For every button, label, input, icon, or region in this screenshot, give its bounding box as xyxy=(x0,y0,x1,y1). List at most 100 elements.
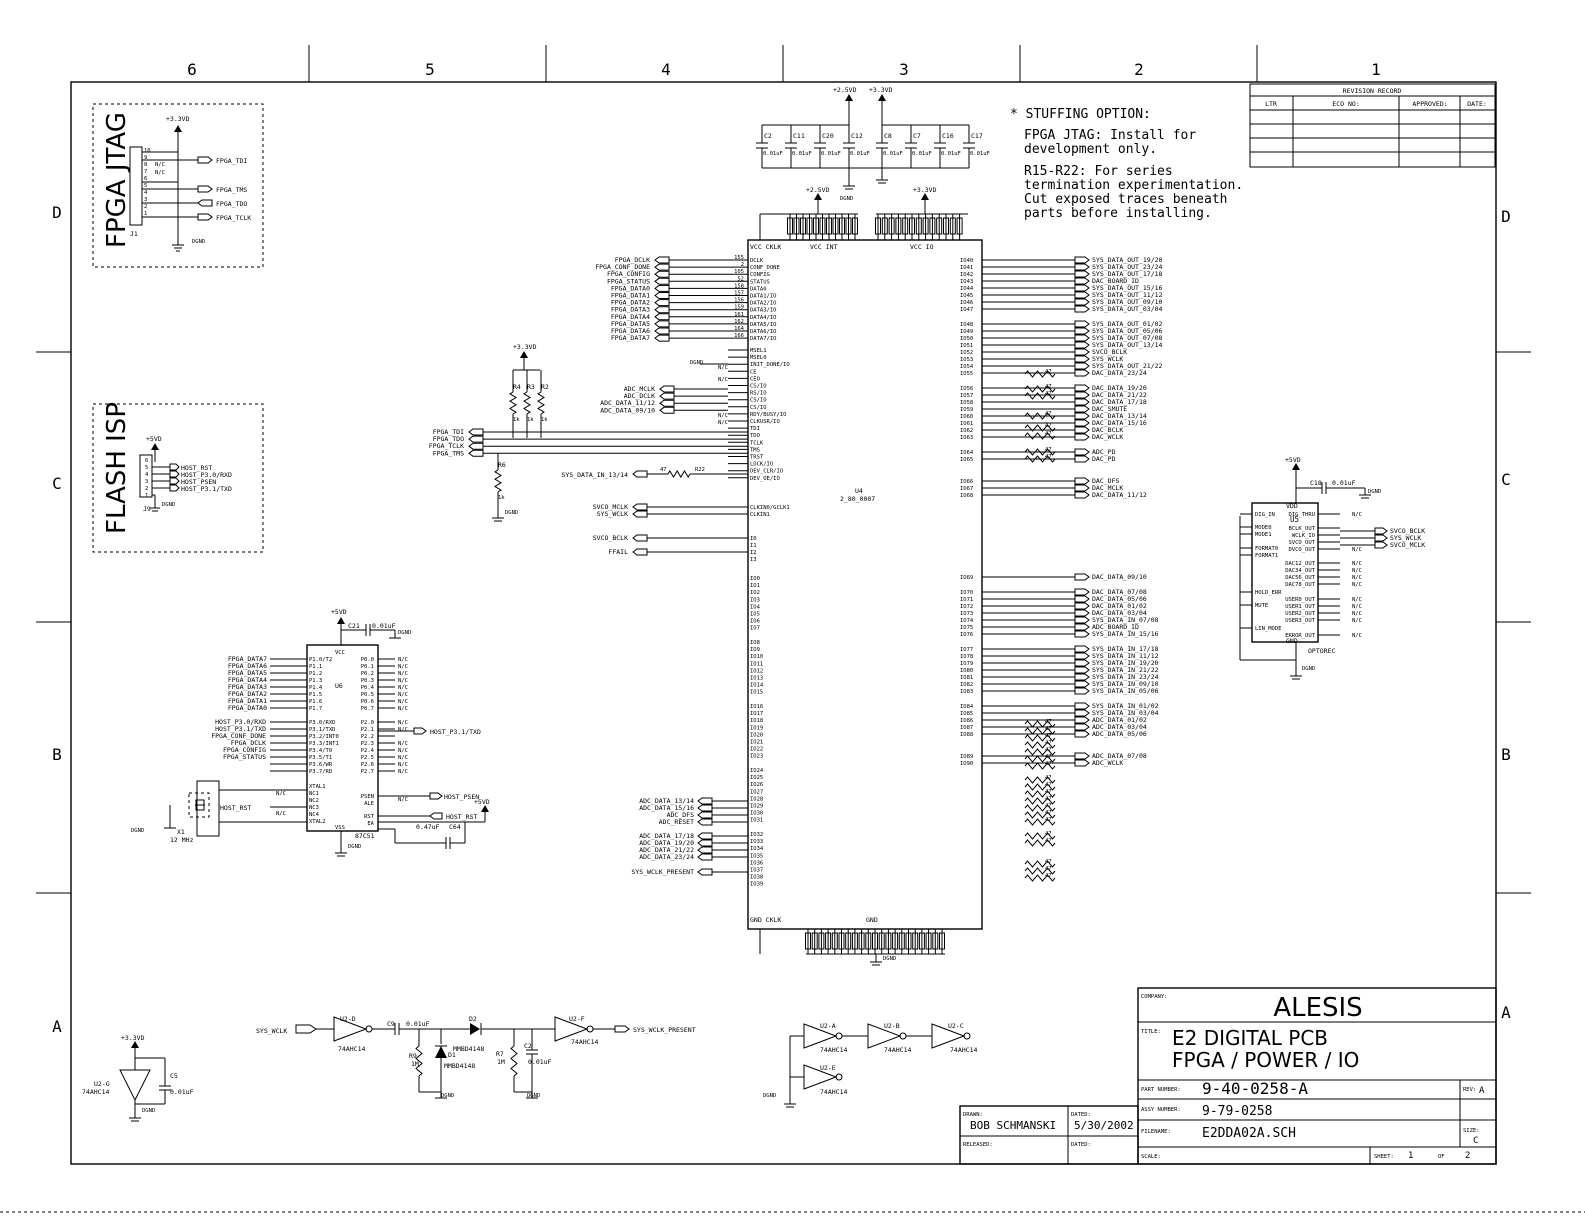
fpga-vcc-cklk: VCC CKLK xyxy=(750,243,781,251)
fpga-io-pin: IO14 xyxy=(750,683,764,689)
config-port xyxy=(654,292,670,299)
u6-p2-pin: P2.6 xyxy=(361,762,374,768)
caps-rail-25: +2.5VD xyxy=(833,86,857,94)
diode-d2-part: MMBD4148 xyxy=(453,1045,484,1053)
u5-optorec: U5 OPTOREC +5VD C18 0.01uF DGND DGND VDD… xyxy=(1239,456,1425,680)
fpga-output-signal: DAC_SMUTE xyxy=(1092,405,1127,413)
jtag-pin-number: 9 xyxy=(144,155,147,161)
fpga-mode-pin: MSEL0 xyxy=(750,355,767,361)
output-port xyxy=(1074,652,1090,660)
notes-line: FPGA JTAG: Install for xyxy=(1024,128,1196,143)
left-io-signal: ADC_RESET xyxy=(659,818,694,826)
fpga-pin-number: 156 xyxy=(734,298,744,304)
jtag-pin-number: 10 xyxy=(144,148,151,154)
u5-output: SVCO_BCLK xyxy=(1390,527,1425,535)
fpga-right-io-pin: IO58 xyxy=(960,400,973,406)
gate-part: 74AHC14 xyxy=(950,1046,977,1054)
fpga-output-signal: ADC_DATA_05/06 xyxy=(1092,730,1147,738)
output-port xyxy=(1074,609,1090,617)
fpga-config-signal: FPGA_DATA7 xyxy=(611,334,650,342)
fpga-right-io-pin: IO62 xyxy=(960,428,973,434)
u6-p1-pin: P1.6 xyxy=(309,699,322,705)
u6-p3-pin: P3.3/INT1 xyxy=(309,741,339,747)
u6-p1-signal: FPGA_DATA5 xyxy=(228,669,267,677)
output-port xyxy=(1074,355,1090,363)
jtag-power-rail: +3.3VD xyxy=(166,115,190,123)
part-number: 9-40-0258-A xyxy=(1202,1079,1308,1098)
assy-number: 9-79-0258 xyxy=(1202,1104,1272,1119)
nc-mark: N/C xyxy=(398,664,408,670)
drawing-border xyxy=(0,45,1585,1213)
fpga-mode-pin: CE xyxy=(750,369,757,375)
jtag-block-title: FPGA JTAG xyxy=(102,112,132,248)
pin-number-box xyxy=(826,217,832,235)
series-value: 47 xyxy=(1045,838,1052,844)
fpga-mode-pin: MSEL1 xyxy=(750,348,767,354)
detector-input: SYS_WCLK xyxy=(256,1027,287,1035)
fpga-right-io-pin: IO75 xyxy=(960,625,973,631)
u6-p1-signal: FPGA_DATA4 xyxy=(228,676,267,684)
gate-ref: U2-G xyxy=(94,1080,110,1088)
fpga-io-pin: IO27 xyxy=(750,789,763,795)
zone-row-a-left: A xyxy=(52,1017,62,1036)
u6-p3-pin: P3.0/RXD xyxy=(309,720,336,726)
pulldown-ref: R6 xyxy=(498,461,506,469)
series-termination-resistor xyxy=(1024,867,1056,875)
zone-col-2: 2 xyxy=(1134,60,1144,79)
series-termination-resistor xyxy=(1024,860,1056,868)
fpga-vcc-io: VCC IO xyxy=(910,243,934,251)
fpga-right-io-pin: IO65 xyxy=(960,457,973,463)
u5-cap-ref: C18 xyxy=(1310,479,1322,487)
fpga-right-io-pin: IO64 xyxy=(960,450,974,456)
fpga-config-signal: FPGA_STATUS xyxy=(607,277,650,285)
notes-heading: * STUFFING OPTION: xyxy=(1010,107,1151,122)
fpga-right-io-pin: IO79 xyxy=(960,661,973,667)
isp-connector-ref: J9 xyxy=(143,505,151,513)
output-port xyxy=(1074,419,1090,427)
fpga-io-pin: IO1 xyxy=(750,583,760,589)
series-value: 47 xyxy=(1045,782,1052,788)
output-port xyxy=(1074,687,1090,695)
size-label: SIZE: xyxy=(1463,1128,1480,1134)
pin-number-box xyxy=(831,932,838,950)
fpga-right-io-pin: IO77 xyxy=(960,647,973,653)
pin-number-box xyxy=(949,217,956,235)
fpga-io-pin: IO6 xyxy=(750,619,760,625)
pin-number-box xyxy=(805,932,811,950)
revision-header-approved: APPROVED: xyxy=(1412,100,1447,108)
series-termination-resistor xyxy=(1024,741,1056,749)
u5-power: +5VD xyxy=(1285,456,1301,464)
zone-row-b-left: B xyxy=(52,745,62,764)
cap-c2-value: 0.01uF xyxy=(528,1058,552,1066)
jtag-net-label: FPGA_TCLK xyxy=(429,442,464,450)
fpga-right-io-pin: IO89 xyxy=(960,754,973,760)
left-io-signal: ADC_DATA_23/24 xyxy=(639,853,694,861)
rev-value: A xyxy=(1479,1086,1485,1096)
pin-number-box xyxy=(898,932,905,950)
fpga-pin-name: DATA7/IO xyxy=(750,336,777,342)
series-value: 47 xyxy=(1045,423,1052,429)
fpga-output-signal: SYS_DATA_OUT_11/12 xyxy=(1092,291,1163,299)
fpga-rail-io: +3.3VD xyxy=(913,186,937,194)
fpga-config-signal: FPGA_DATA3 xyxy=(611,306,650,314)
detector-gnd: DGND xyxy=(441,1093,454,1099)
u6-p1-signal: FPGA_DATA3 xyxy=(228,683,267,691)
jtag-pin-number: 1 xyxy=(144,211,147,217)
u6-p0-pin: P0.2 xyxy=(361,671,374,677)
config-port xyxy=(654,263,670,271)
nc-mark: N/C xyxy=(1352,604,1362,610)
fpga-output-signal: SYS_DATA_IN_01/02 xyxy=(1092,702,1159,710)
isp-pin-number: 3 xyxy=(145,479,148,485)
fpga-io-pin: IO17 xyxy=(750,711,763,717)
zone-col-3: 3 xyxy=(899,60,909,79)
u5-gnd: DGND xyxy=(1368,489,1381,495)
output-port xyxy=(1074,659,1090,667)
clock-port xyxy=(632,503,648,511)
fpga-io-pin: IO28 xyxy=(750,796,763,802)
u6-p3-signal: HOST_P3.1/TXD xyxy=(215,725,266,733)
fpga-right-io-pin: IO51 xyxy=(960,343,973,349)
series-termination-resistor xyxy=(1024,762,1056,770)
fpga-io-pin: IO15 xyxy=(750,690,763,696)
fpga-io-pin: IO4 xyxy=(750,604,761,610)
u5-right-pin: USER2_OUT xyxy=(1285,611,1315,617)
